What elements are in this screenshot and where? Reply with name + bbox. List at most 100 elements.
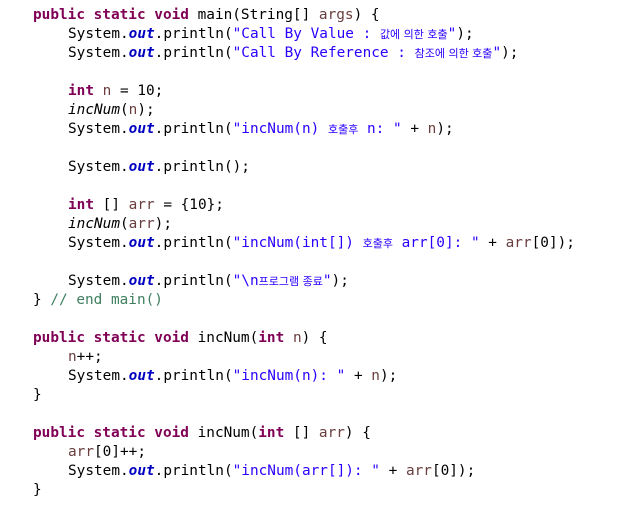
method-name: main(String[] <box>188 7 319 23</box>
code-text: System. <box>68 235 129 251</box>
method-call: incNum <box>68 216 120 232</box>
code-text: System. <box>68 159 129 175</box>
closing-brace: } <box>33 292 51 308</box>
code-text: + <box>379 463 406 479</box>
code-line-blank <box>0 63 637 82</box>
string-literal: "incNum(n) <box>232 121 328 137</box>
code-line-declare-n: int n = 10; <box>0 82 637 101</box>
static-field: out <box>128 368 155 384</box>
code-text: System. <box>68 273 129 289</box>
string-literal: " <box>492 45 502 61</box>
method-name: incNum( <box>188 330 259 346</box>
string-literal-korean: 프로그램 종료 <box>258 275 323 288</box>
code-text: ); <box>137 102 155 118</box>
keyword: int <box>258 330 285 346</box>
code-text <box>94 83 103 99</box>
code-line-blank <box>0 253 637 272</box>
string-literal: "incNum(int[]) <box>232 235 363 251</box>
code-line-call-incnum-arr: incNum(arr); <box>0 215 637 234</box>
parameter: n <box>68 349 77 365</box>
code-text: System. <box>68 26 129 42</box>
keyword: public static void <box>33 330 189 346</box>
code-text: ); <box>436 121 454 137</box>
code-line-blank <box>0 139 637 158</box>
code-text: .println( <box>154 273 233 289</box>
static-field: out <box>128 121 155 137</box>
method-name: incNum( <box>188 425 259 441</box>
code-line-println-n: System.out.println("incNum(n) 호출후 n: " +… <box>0 120 637 139</box>
parameter: arr <box>68 444 94 460</box>
code-line-increment-n: n++; <box>0 348 637 367</box>
code-text: ); <box>501 45 519 61</box>
code-line-blank <box>0 177 637 196</box>
code-text: + <box>345 368 372 384</box>
static-field: out <box>128 45 155 61</box>
method-call: incNum <box>68 102 120 118</box>
code-line-declare-arr: int [] arr = {10}; <box>0 196 637 215</box>
string-literal-korean: 값에 의한 호출 <box>379 28 448 41</box>
string-literal-korean: 호출후 <box>327 123 359 136</box>
code-text: ( <box>119 216 129 232</box>
string-literal: arr[0]: " <box>392 235 480 251</box>
code-text: .println( <box>154 45 233 61</box>
string-literal: " <box>447 26 457 42</box>
code-line-println-incnum-n: System.out.println("incNum(n): " + n); <box>0 367 637 386</box>
parameter: args <box>318 7 354 23</box>
keyword: int <box>258 425 285 441</box>
local-variable: arr <box>505 235 532 251</box>
code-line-println-call-by-reference: System.out.println("Call By Reference : … <box>0 44 637 63</box>
code-text: System. <box>68 463 129 479</box>
code-text: ); <box>456 26 474 42</box>
code-line-main-signature: public static void main(String[] args) { <box>0 6 637 25</box>
code-text: ++; <box>76 349 103 365</box>
string-literal: "Call By Value : <box>232 26 380 42</box>
code-text: = 10; <box>111 83 164 99</box>
closing-brace: } <box>33 482 42 498</box>
keyword: int <box>68 197 94 213</box>
local-variable: arr <box>128 216 155 232</box>
code-text: .println( <box>154 121 233 137</box>
parameter: n <box>371 368 380 384</box>
code-line-incnum-arr-signature: public static void incNum(int [] arr) { <box>0 424 637 443</box>
string-literal: "incNum(n): " <box>232 368 346 384</box>
static-field: out <box>128 235 155 251</box>
code-text: .println( <box>154 235 233 251</box>
code-text: ) { <box>353 7 380 23</box>
string-literal: "\n <box>232 273 259 289</box>
code-line-blank <box>0 310 637 329</box>
string-literal: "incNum(arr[]): " <box>232 463 380 479</box>
string-literal-korean: 참조에 의한 호출 <box>414 47 493 60</box>
code-text: ( <box>119 102 129 118</box>
code-text: ); <box>379 368 398 384</box>
code-line-println-empty: System.out.println(); <box>0 158 637 177</box>
code-text: .println( <box>154 26 233 42</box>
code-text: [0]); <box>531 235 575 251</box>
code-line-incnum-int-signature: public static void incNum(int n) { <box>0 329 637 348</box>
static-field: out <box>128 26 155 42</box>
static-field: out <box>128 273 155 289</box>
code-text: System. <box>68 121 129 137</box>
code-line-blank <box>0 405 637 424</box>
static-field: out <box>128 463 155 479</box>
code-line-main-close: } // end main() <box>0 291 637 310</box>
code-text: [0]++; <box>94 444 146 460</box>
code-line-println-incnum-arr: System.out.println("incNum(arr[]): " + a… <box>0 462 637 481</box>
code-text: System. <box>68 45 129 61</box>
code-text: ); <box>331 273 349 289</box>
code-text: ) { <box>301 330 328 346</box>
code-text: .println(); <box>154 159 250 175</box>
code-line-call-incnum-n: incNum(n); <box>0 101 637 120</box>
code-text: .println( <box>154 463 233 479</box>
code-text: + <box>479 235 506 251</box>
code-text: ); <box>154 216 172 232</box>
static-field: out <box>128 159 155 175</box>
code-text: .println( <box>154 368 233 384</box>
code-text <box>284 330 293 346</box>
local-variable: n <box>427 121 437 137</box>
keyword: public static void <box>33 7 189 23</box>
code-text: = {10}; <box>154 197 224 213</box>
parameter: arr <box>318 425 345 441</box>
local-variable: arr <box>128 197 155 213</box>
string-literal: "Call By Reference : <box>232 45 415 61</box>
